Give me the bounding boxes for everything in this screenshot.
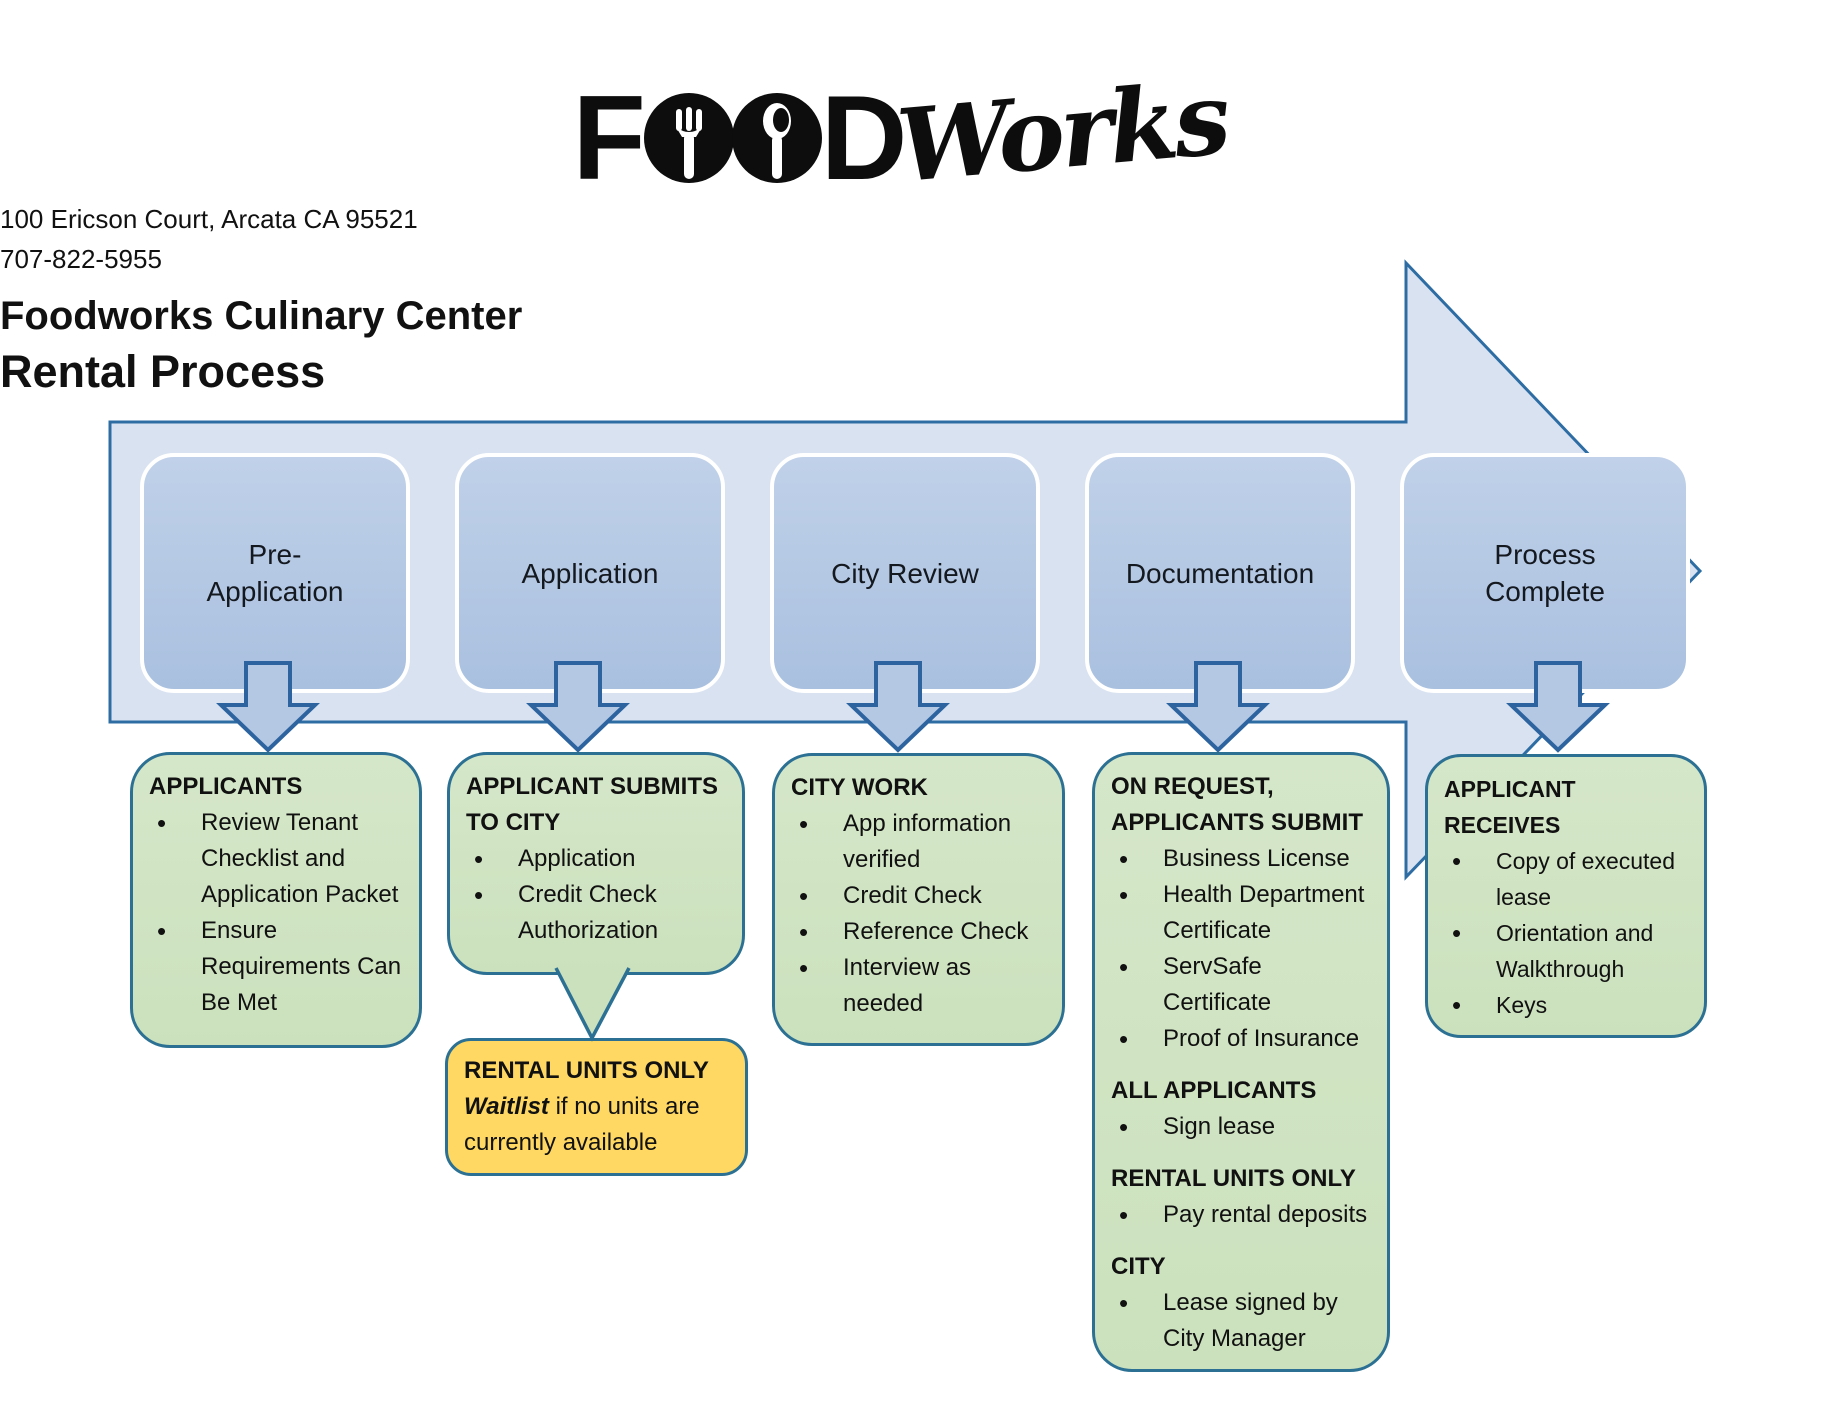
bullet-text: Keys (1496, 992, 1548, 1018)
bullet-dot: • (799, 953, 809, 983)
bullet-item: • Credit Check Authorization (466, 877, 730, 949)
bullet-dot: • (474, 844, 484, 874)
bullet-dot: • (1119, 1200, 1129, 1230)
bullet-text: Application (518, 845, 636, 872)
bullet-dot: • (1119, 1288, 1129, 1318)
bullet-text: Pay rental deposits (1163, 1201, 1368, 1228)
detail-heading: RENTAL UNITS ONLY (1111, 1165, 1356, 1192)
bullet-item: • Interview as needed (791, 950, 1050, 1022)
bullet-dot: • (1452, 990, 1462, 1020)
bullet-text: Proof of Insurance (1163, 1025, 1360, 1052)
bullet-item: • Orientation and Walkthrough (1444, 915, 1692, 987)
bullet-dot: • (157, 916, 167, 946)
bullet-item: • Pay rental deposits (1111, 1197, 1375, 1233)
bullet-text: Credit Check Authorization (518, 881, 659, 944)
bullet-item: • Health Department Certificate (1111, 877, 1375, 949)
bullet-item: • Sign lease (1111, 1109, 1375, 1145)
waitlist-callout: RENTAL UNITS ONLY Waitlist if no units a… (445, 1038, 748, 1176)
bullet-text: Sign lease (1163, 1113, 1276, 1140)
detail-heading: ALL APPLICANTS (1111, 1077, 1317, 1104)
bullet-dot: • (799, 881, 809, 911)
detail-heading: APPLICANT RECEIVES (1444, 776, 1576, 838)
bullet-text: Orientation and Walkthrough (1496, 920, 1654, 982)
stage-pre-application: Pre- Application (140, 453, 410, 693)
diagram-title: Foodworks Culinary Center (0, 294, 523, 338)
detail-box-applicant-receives: APPLICANT RECEIVES • Copy of executed leas… (1425, 754, 1707, 1038)
bullet-text: Reference Check (843, 918, 1029, 945)
stage-application: Application (455, 453, 725, 693)
detail-box-on-request: ON REQUEST, APPLICANTS SUBMIT • Business L… (1092, 752, 1390, 1372)
address-line: 100 Ericson Court, Arcata CA 95521 (0, 204, 418, 234)
detail-heading: APPLICANTS (149, 773, 303, 800)
bullet-text: Credit Check (843, 882, 982, 909)
bullet-item: • Business License (1111, 841, 1375, 877)
bullet-dot: • (1452, 846, 1462, 876)
bullet-dot: • (1119, 844, 1129, 874)
bullet-dot: • (1119, 880, 1129, 910)
bullet-item: • Lease signed by City Manager (1111, 1285, 1375, 1357)
stage-city-review: City Review (770, 453, 1040, 693)
bullet-item: • Reference Check (791, 914, 1050, 950)
bullet-item: • Review Tenant Checklist and Application… (149, 805, 407, 913)
logo-letter-f: F (572, 71, 645, 205)
bullet-dot: • (157, 808, 167, 838)
bullet-dot: • (1119, 1024, 1129, 1054)
callout-emphasis: Waitlist (464, 1093, 549, 1120)
logo-letter-d: D (820, 71, 908, 205)
bullet-text: Lease signed by City Manager (1163, 1289, 1338, 1352)
phone-line: 707-822-5955 (0, 244, 162, 274)
bullet-item: • Proof of Insurance (1111, 1021, 1375, 1057)
bullet-item: • App information verified (791, 806, 1050, 878)
bullet-item: • Credit Check (791, 878, 1050, 914)
callout-body: Waitlist if no units are currently avail… (464, 1089, 729, 1161)
diagram-subtitle: Rental Process (0, 346, 326, 397)
bullet-item: • ServSafe Certificate (1111, 949, 1375, 1021)
bullet-dot: • (474, 880, 484, 910)
callout-heading: RENTAL UNITS ONLY (464, 1057, 709, 1084)
detail-heading: APPLICANT SUBMITS TO CITY (466, 773, 718, 836)
spoon-icon (731, 93, 822, 183)
bullet-text: Interview as needed (843, 954, 972, 1017)
foodworks-logo: F D Works (0, 59, 1800, 205)
bullet-dot: • (799, 809, 809, 839)
bullet-text: Business License (1163, 845, 1350, 872)
bullet-text: App information verified (843, 810, 1012, 873)
bullet-text: ServSafe Certificate (1163, 953, 1272, 1016)
stage-process-complete: Process Complete (1400, 453, 1690, 693)
fork-icon (643, 93, 734, 183)
bullet-dot: • (1119, 1112, 1129, 1142)
detail-heading: CITY (1111, 1253, 1166, 1280)
bullet-dot: • (1452, 918, 1462, 948)
bullet-text: Copy of executed lease (1496, 848, 1676, 910)
stage-documentation: Documentation (1085, 453, 1355, 693)
bullet-text: Health Department Certificate (1163, 881, 1365, 944)
detail-box-city-work: CITY WORK • App information verified • Credi… (772, 753, 1065, 1046)
bullet-dot: • (799, 917, 809, 947)
bullet-dot: • (1119, 952, 1129, 982)
bullet-item: • Keys (1444, 987, 1692, 1023)
detail-box-applicant-submits: APPLICANT SUBMITS TO CITY • Application • Cr… (447, 752, 745, 975)
callout-text: if no units are currently available (464, 1093, 700, 1156)
detail-heading: CITY WORK (791, 774, 928, 801)
bullet-item: • Ensure Requirements Can Be Met (149, 913, 407, 1021)
detail-box-applicants: APPLICANTS • Review Tenant Checklist and A… (130, 752, 422, 1048)
bullet-text: Review Tenant Checklist and Application … (201, 809, 399, 908)
detail-heading: ON REQUEST, APPLICANTS SUBMIT (1111, 773, 1363, 836)
bullet-text: Ensure Requirements Can Be Met (201, 917, 402, 1016)
bullet-item: • Application (466, 841, 730, 877)
bullet-item: • Copy of executed lease (1444, 843, 1692, 915)
